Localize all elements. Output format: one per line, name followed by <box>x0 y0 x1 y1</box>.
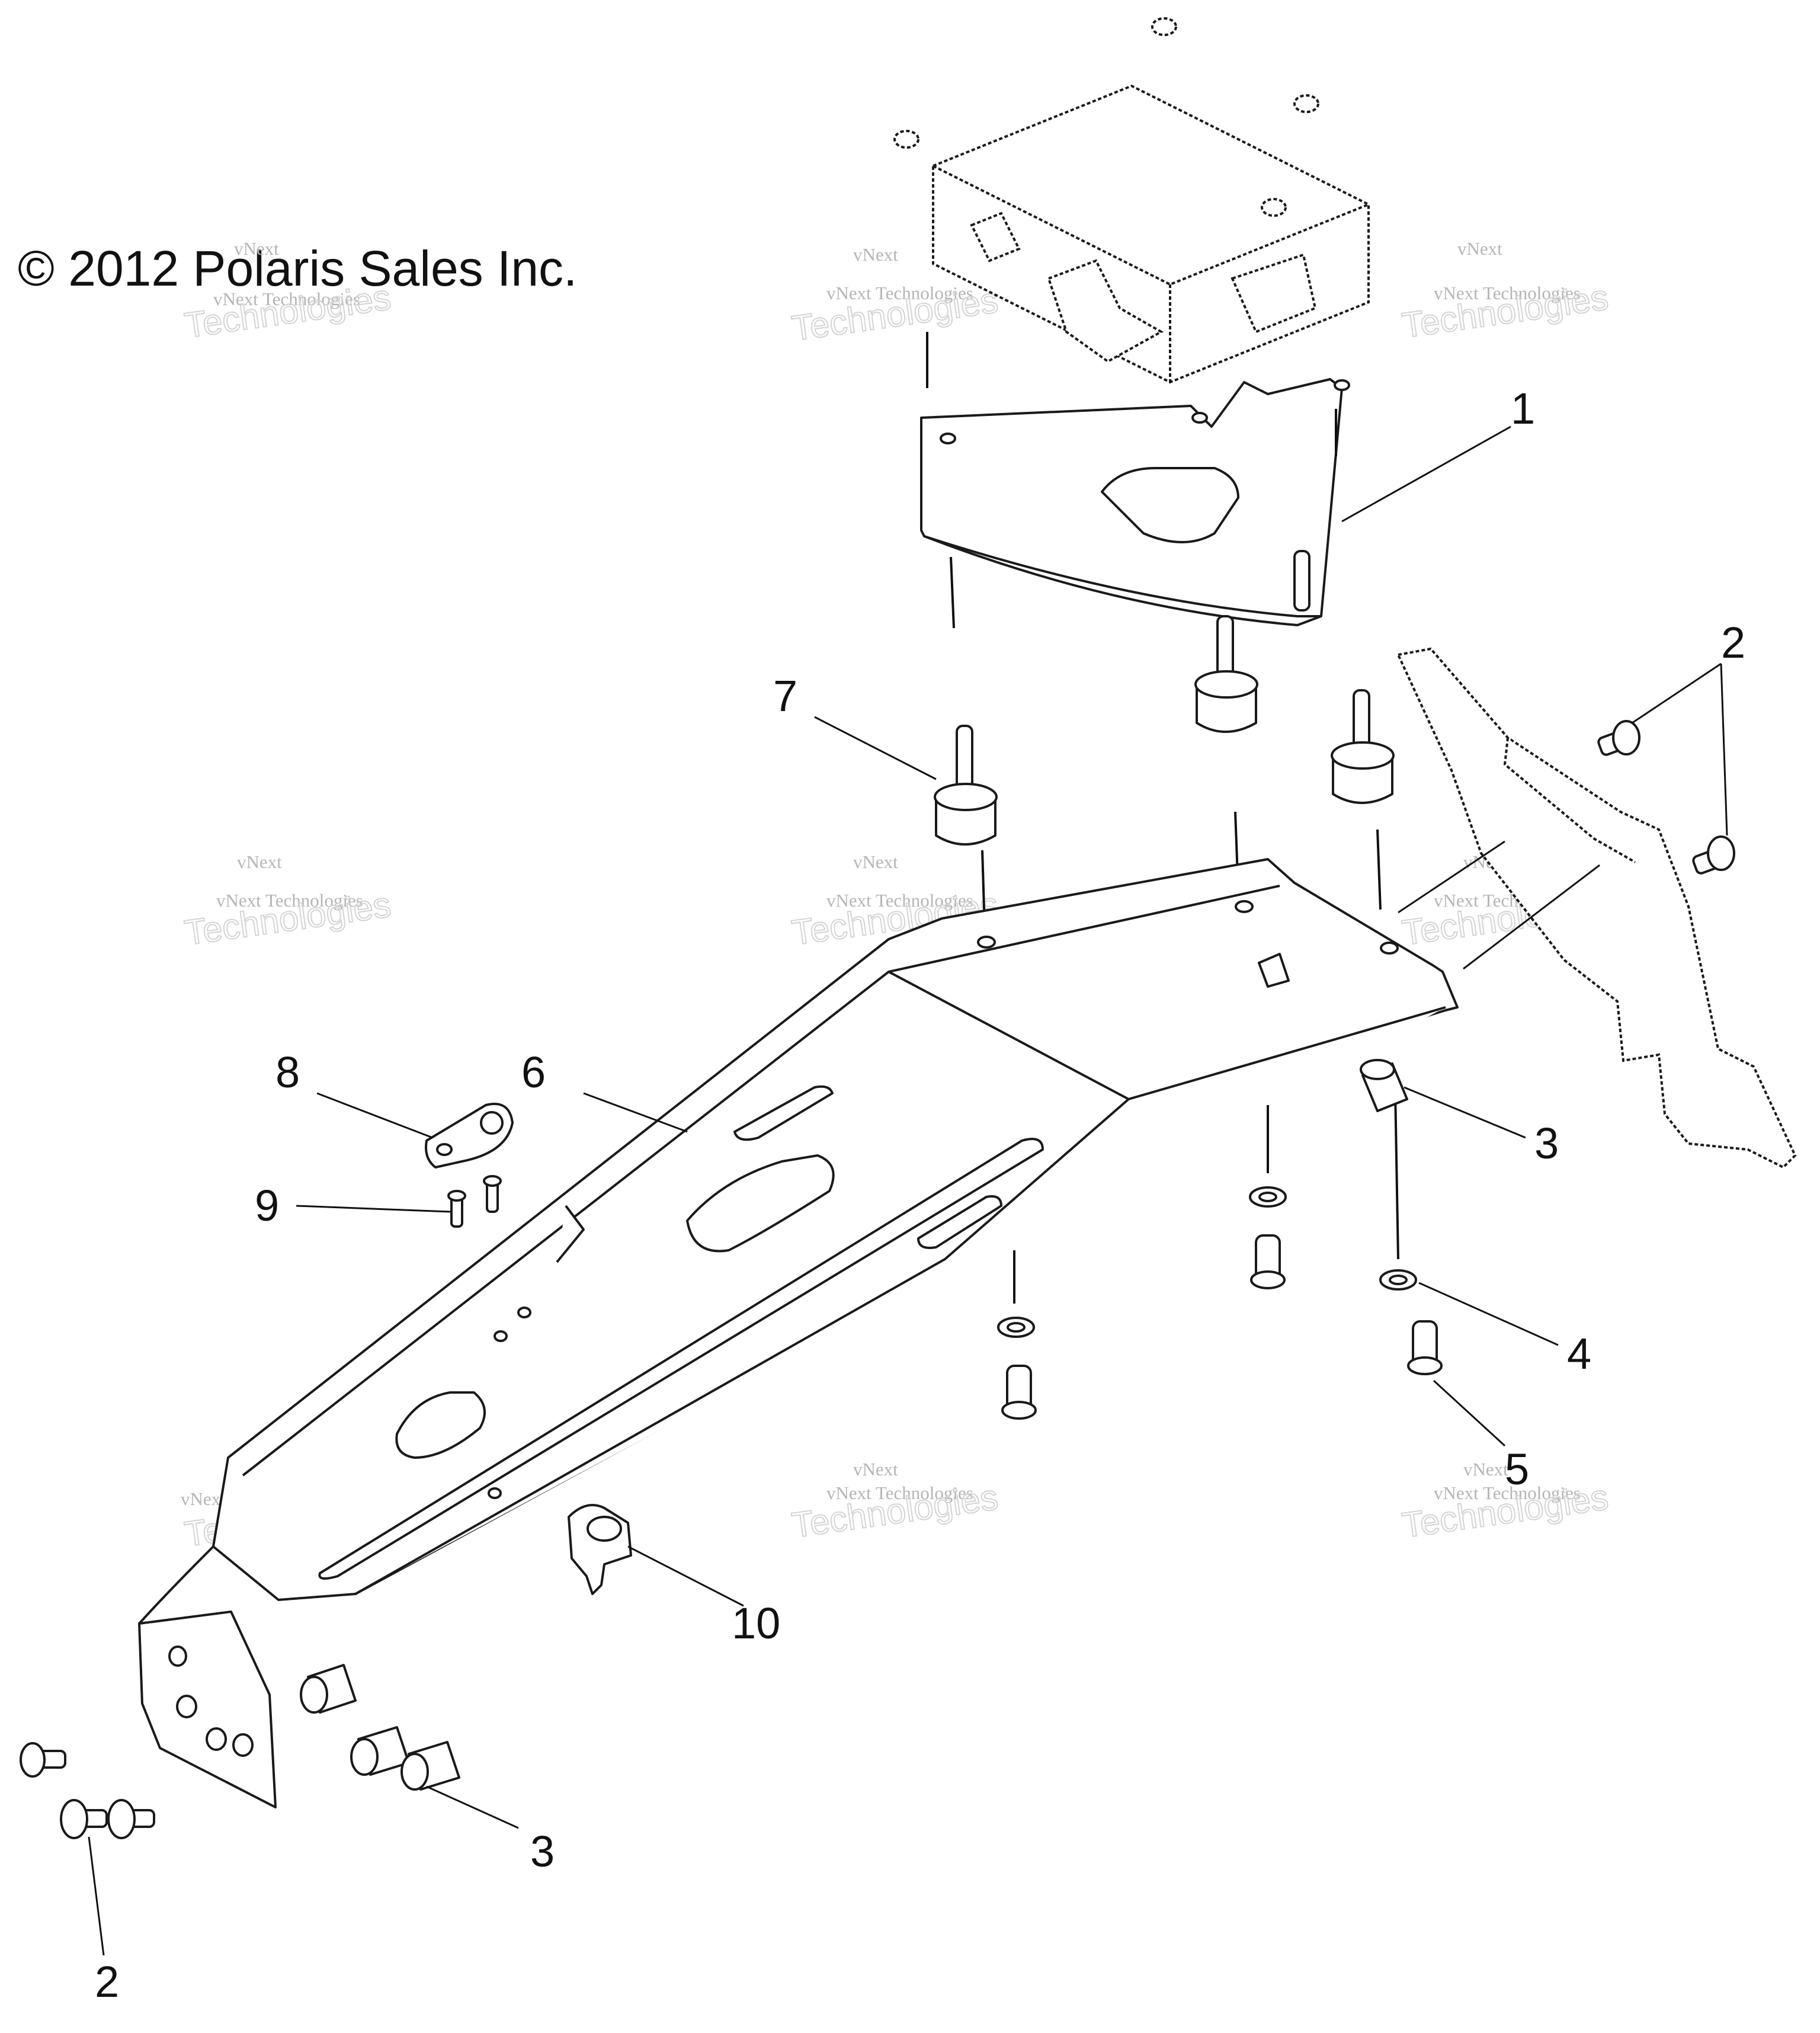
svg-text:vNext: vNext <box>1463 1459 1508 1480</box>
clip <box>425 1103 514 1168</box>
svg-text:vNext Technologies: vNext Technologies <box>1434 1483 1581 1503</box>
watermark-top-left: vNext vNext Technologies Technologies <box>181 238 393 346</box>
grommet-left <box>934 725 998 846</box>
grommet-middle <box>1194 615 1258 733</box>
rivet-left <box>1001 1365 1037 1420</box>
callout-7: 7 <box>773 671 797 721</box>
svg-text:vNext: vNext <box>853 244 898 265</box>
svg-text:vNext Technologies: vNext Technologies <box>1434 283 1581 303</box>
washer-left <box>997 1317 1035 1338</box>
side-plate-right <box>1396 647 1797 1169</box>
svg-text:vNext Technologies: vNext Technologies <box>826 283 973 303</box>
main-bracket <box>138 858 1459 1808</box>
svg-text:vNext: vNext <box>237 851 282 872</box>
callout-9: 9 <box>255 1181 279 1230</box>
rivet-right <box>1407 1320 1443 1375</box>
watermark-mid-left: vNext vNext Technologies Technologies <box>181 851 393 953</box>
callout-5: 5 <box>1505 1445 1529 1494</box>
callout-2-right: 2 <box>1721 618 1745 667</box>
bushing-bottom-2 <box>350 1726 410 1776</box>
bolt-right-lower <box>1692 835 1735 875</box>
watermark-top-right: vNext vNext Technologies Technologies <box>1399 238 1611 346</box>
callout-2-left: 2 <box>95 1957 119 2006</box>
screw-left <box>447 1190 466 1228</box>
svg-text:Technologies: Technologies <box>182 277 393 345</box>
callout-3-right: 3 <box>1534 1119 1559 1168</box>
svg-text:vNext: vNext <box>234 238 279 259</box>
washer-center <box>1249 1186 1287 1208</box>
washer-right <box>1379 1269 1417 1291</box>
bolt-left-2 <box>60 1799 108 1839</box>
svg-text:vNext Technologies: vNext Technologies <box>826 1483 973 1503</box>
bolt-right-upper <box>1597 720 1640 756</box>
callout-4: 4 <box>1567 1329 1591 1378</box>
callout-6: 6 <box>521 1048 546 1097</box>
svg-text:vNext Technologies: vNext Technologies <box>213 289 360 309</box>
bushing-right <box>1360 1059 1408 1112</box>
callout-10: 10 <box>732 1599 780 1648</box>
mounting-plate <box>920 378 1350 626</box>
callout-1: 1 <box>1511 384 1535 433</box>
svg-text:vNext: vNext <box>853 851 898 872</box>
bolt-left-1 <box>20 1742 66 1778</box>
ecu-module <box>893 17 1370 384</box>
copyright-notice: © 2012 Polaris Sales Inc. <box>18 241 578 296</box>
svg-text:vNext Technologies: vNext Technologies <box>216 890 363 911</box>
cable-clamp <box>568 1504 632 1595</box>
rivet-center <box>1250 1234 1286 1289</box>
callouts: 1 2 7 8 6 3 9 4 5 10 3 2 <box>95 384 1745 2006</box>
svg-text:vNext: vNext <box>853 1459 898 1480</box>
leader-lines <box>88 425 1728 1956</box>
watermark-bottom-center: vNext vNext Technologies Technologies <box>789 1459 1001 1546</box>
bushing-bottom-3 <box>400 1741 460 1791</box>
bushing-bottom-1 <box>300 1664 357 1714</box>
bolt-left-3 <box>107 1799 155 1839</box>
screw-right <box>483 1175 502 1213</box>
callout-8: 8 <box>275 1048 300 1097</box>
svg-text:vNext: vNext <box>1457 238 1502 259</box>
grommet-right <box>1331 689 1395 804</box>
svg-text:vNext Technologies: vNext Technologies <box>826 890 973 911</box>
callout-3-left: 3 <box>530 1827 555 1876</box>
